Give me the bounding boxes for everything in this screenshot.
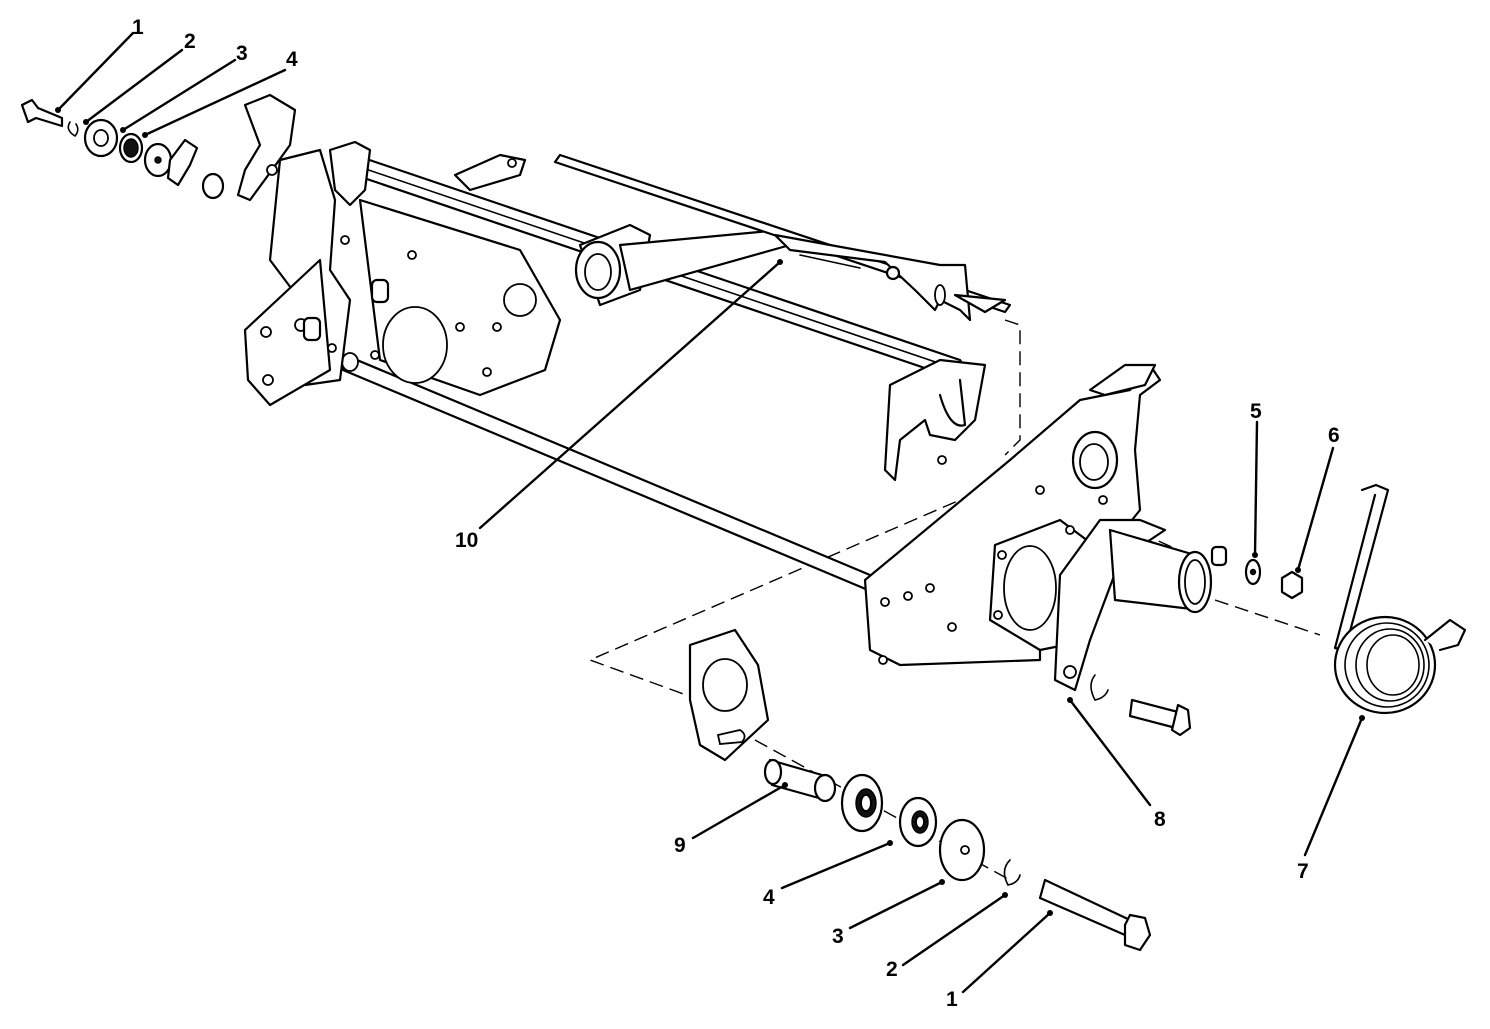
callout-2-top: 2 (184, 30, 196, 53)
bottom-hardware (688, 483, 1467, 952)
callout-3-bottom: 3 (832, 925, 844, 948)
callout-labels: 1 2 3 4 5 6 7 8 9 10 4 3 2 1 (132, 16, 1340, 1011)
callout-2-bottom: 2 (886, 958, 898, 981)
callout-4-top: 4 (286, 48, 298, 71)
callout-7: 7 (1297, 860, 1309, 883)
callout-5: 5 (1250, 400, 1262, 423)
callout-6: 6 (1328, 424, 1340, 447)
callout-1-top: 1 (132, 16, 144, 39)
callout-3-top: 3 (236, 42, 248, 65)
top-left-hardware (20, 93, 297, 202)
callout-4-bottom: 4 (763, 886, 775, 909)
frame-assembly (243, 140, 1228, 692)
callout-1-bottom: 1 (946, 988, 958, 1011)
callout-9: 9 (674, 834, 686, 857)
callout-10: 10 (455, 529, 478, 552)
leader-lines (55, 31, 1365, 994)
callout-8: 8 (1154, 808, 1166, 831)
